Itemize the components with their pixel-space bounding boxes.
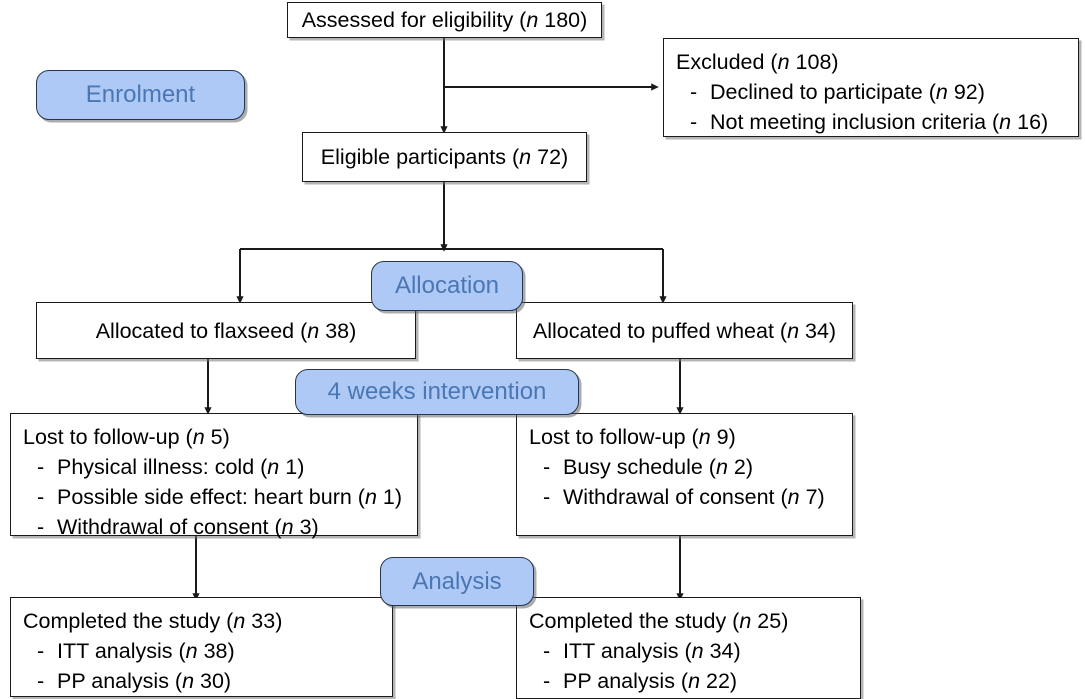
box-completed-right-line-0: Completed the study (n 25) <box>529 609 789 633</box>
box-lost-followup-flaxseed: Lost to follow-up (n 5) -Physical illnes… <box>10 413 418 539</box>
box-lost-right-line-2: -Withdrawal of consent (n 7) <box>543 485 825 509</box>
box-allocated-flaxseed: Allocated to flaxseed (n 38) <box>36 302 416 359</box>
box-lost-right-line-0: Lost to follow-up (n 9) <box>529 425 736 449</box>
box-lost-left-line-2: -Possible side effect: heart burn (n 1) <box>37 485 403 509</box>
box-assessed-line-0: Assessed for eligibility (n 180) <box>301 8 588 32</box>
box-eligible-line-0: Eligible participants (n 72) <box>320 145 569 169</box>
box-lost-left-line-1: -Physical illness: cold (n 1) <box>37 455 305 479</box>
box-allocated-flaxseed-line-0: Allocated to flaxseed (n 38) <box>95 318 357 343</box>
stage-badge-enrolment: Enrolment <box>36 70 245 120</box>
box-excluded-line-2: -Not meeting inclusion criteria (n 16) <box>690 110 1049 134</box>
box-allocated-puffed-wheat-line-0: Allocated to puffed wheat (n 34) <box>532 318 837 343</box>
box-lost-right-line-1: -Busy schedule (n 2) <box>543 455 754 479</box>
box-completed-right-line-1: -ITT analysis (n 34) <box>543 639 741 663</box>
stage-badge-enrolment-label: Enrolment <box>85 81 196 108</box>
box-completed-right-line-2: -PP analysis (n 22) <box>543 669 738 693</box>
box-completed-left-line-2: -PP analysis (n 30) <box>37 669 232 693</box>
box-completed-puffed-wheat: Completed the study (n 25) -ITT analysis… <box>516 597 861 699</box>
connector-eligible-split <box>236 182 667 304</box>
box-completed-flaxseed: Completed the study (n 33) -ITT analysis… <box>10 597 393 697</box>
box-allocated-puffed-wheat: Allocated to puffed wheat (n 34) <box>516 302 853 359</box>
stage-badge-analysis: Analysis <box>380 557 534 606</box>
box-excluded-line-1: -Declined to participate (n 92) <box>690 80 985 104</box>
box-assessed-for-eligibility: Assessed for eligibility (n 180) <box>287 2 602 38</box>
stage-badge-intervention: 4 weeks intervention <box>295 369 579 415</box>
box-lost-left-line-3: -Withdrawal of consent (n 3) <box>37 515 319 539</box>
box-completed-left-line-0: Completed the study (n 33) <box>23 609 283 633</box>
stage-badge-intervention-label: 4 weeks intervention <box>327 378 547 405</box>
box-excluded-line-0: Excluded (n 108) <box>676 50 839 74</box>
stage-badge-allocation-label: Allocation <box>394 272 500 299</box>
stage-badge-allocation: Allocation <box>371 261 523 311</box>
box-excluded: Excluded (n 108) -Declined to participat… <box>663 38 1079 137</box>
box-lost-followup-puffed-wheat: Lost to follow-up (n 9) -Busy schedule (… <box>516 413 853 536</box>
box-eligible-participants: Eligible participants (n 72) <box>302 132 587 182</box>
box-completed-left-line-1: -ITT analysis (n 38) <box>37 639 235 663</box>
stage-badge-analysis-label: Analysis <box>412 567 502 595</box>
box-lost-left-line-0: Lost to follow-up (n 5) <box>23 425 230 449</box>
